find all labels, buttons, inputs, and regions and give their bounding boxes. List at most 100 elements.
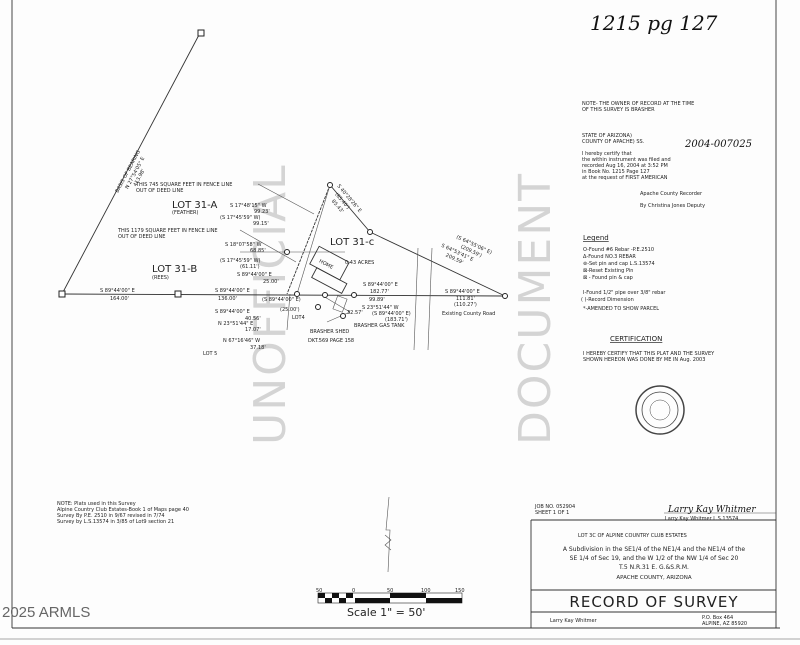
svg-text:JOB NO. 052904: JOB NO. 052904: [534, 504, 575, 510]
svg-text:APACHE COUNTY, ARIZONA: APACHE COUNTY, ARIZONA: [616, 575, 692, 581]
shed-outline: [332, 295, 348, 313]
svg-text:By Christina Jones Deputy: By Christina Jones Deputy: [640, 203, 705, 209]
svg-text:recorded Aug 16, 2004 at 3:52: recorded Aug 16, 2004 at 3:52 PM: [582, 163, 668, 169]
svg-text:N 67°16'46" W: N 67°16'46" W: [223, 338, 260, 344]
svg-text:17.07': 17.07': [245, 327, 261, 333]
svg-text:99.15': 99.15': [253, 221, 269, 227]
shed-label: BRASHER SHED: [310, 329, 349, 335]
svg-text:NOTE- THE OWNER OF RECORD AT T: NOTE- THE OWNER OF RECORD AT THE TIME: [582, 101, 694, 107]
road-line-2: [427, 247, 433, 351]
svg-text:50: 50: [387, 588, 393, 594]
svg-text:THIS 745 SQUARE FEET IN FENCE: THIS 745 SQUARE FEET IN FENCE LINE: [135, 182, 232, 188]
svg-text:S 89°44'00" E: S 89°44'00" E: [237, 272, 272, 278]
road-line-1: [413, 247, 419, 351]
svg-text:in Book No. 1215 Page 127: in Book No. 1215 Page 127: [582, 169, 650, 175]
lot-31c-label: LOT 31-c: [330, 237, 374, 248]
monument-icon: [340, 313, 346, 319]
svg-text:T.5 N.R.31 E. G.&S.R.M.: T.5 N.R.31 E. G.&S.R.M.: [618, 564, 689, 571]
svg-text:S 89°44'00" E: S 89°44'00" E: [100, 288, 135, 294]
svg-text:at the request of FIRST AMERIC: at the request of FIRST AMERICAN: [582, 175, 668, 181]
lot-31a-label: LOT 31-A: [172, 200, 217, 211]
svg-text:LOT 3C OF ALPINE COUNTRY CLUB: LOT 3C OF ALPINE COUNTRY CLUB ESTATES: [578, 533, 687, 539]
monument-icon: [351, 292, 357, 298]
svg-text:NOTE: Plats used in this Surve: NOTE: Plats used in this Survey: [57, 501, 136, 507]
svg-text:LOT4: LOT4: [292, 315, 305, 321]
svg-text:Apache County Recorder: Apache County Recorder: [640, 191, 703, 197]
svg-text:68.85': 68.85': [250, 248, 266, 254]
fee-number: 2004-007025: [684, 139, 752, 150]
svg-text:(S 89°44'00" E): (S 89°44'00" E): [262, 297, 301, 303]
copyright-watermark: 2025 ARMLS: [2, 604, 90, 621]
plat-labels: BASIS OF BEARING N 27°54'05" E 413.98' T…: [100, 149, 495, 357]
monument-icon: [58, 290, 66, 298]
svg-text:Survey By P.E. 2510 in 9/67 r: Survey By P.E. 2510 in 9/67 revised in 7…: [57, 513, 165, 519]
plat-notes: NOTE: Plats used in this Survey Alpine C…: [57, 501, 189, 525]
svg-text:Alpine Country Club Estates-Bo: Alpine Country Club Estates-Book 1 of Ma…: [57, 507, 189, 513]
monument-icon: [284, 249, 290, 255]
svg-text:136.00': 136.00': [218, 296, 237, 302]
svg-text:⊚-Set pin and cap L.S.13574: ⊚-Set pin and cap L.S.13574: [583, 261, 655, 267]
svg-text:LOT 5: LOT 5: [203, 351, 217, 357]
svg-text:STATE OF ARIZONA): STATE OF ARIZONA): [582, 133, 632, 139]
svg-text:111.81': 111.81': [456, 296, 475, 302]
fence-line: [286, 184, 331, 295]
recording-block: NOTE- THE OWNER OF RECORD AT THE TIME OF…: [582, 101, 752, 209]
svg-text:182.77': 182.77': [370, 289, 389, 295]
monument-icon: [197, 29, 205, 37]
svg-text:N 23°51'44" E: N 23°51'44" E: [218, 321, 253, 327]
home-outline: [309, 245, 350, 295]
boundary-line-e: [369, 231, 506, 297]
svg-text:I HEREBY CERTIFY THAT THIS PLA: I HEREBY CERTIFY THAT THIS PLAT AND THE …: [583, 351, 715, 357]
watermark-document: DOCUMENT: [510, 172, 561, 445]
svg-text:(25.00'): (25.00'): [280, 307, 300, 313]
legend: Legend O-Found #6 Rebar -P.E.2510 Δ-Foun…: [581, 234, 715, 363]
svg-text:(S 17°45'59" W): (S 17°45'59" W): [220, 258, 261, 264]
legend-title: Legend: [583, 234, 609, 242]
svg-text:SE 1/4 of Sec 19, and the W 1/: SE 1/4 of Sec 19, and the W 1/2 of the N…: [570, 555, 739, 562]
deed-line: [296, 184, 331, 295]
monument-icon: [322, 292, 328, 298]
monument-icon: [174, 290, 182, 298]
surveyor-seal-icon: [635, 385, 685, 435]
svg-text:99.23': 99.23': [254, 209, 270, 215]
svg-text:I hereby certify that: I hereby certify that: [582, 151, 632, 157]
surveyor-signature: Larry Kay Whitmer: [667, 505, 756, 515]
svg-text:Scale 1" = 50': Scale 1" = 50': [347, 606, 425, 619]
svg-text:I-Found 1/2" pipe over 3/8" re: I-Found 1/2" pipe over 3/8" rebar: [583, 290, 666, 296]
svg-text:50: 50: [316, 588, 322, 594]
svg-text:25.00': 25.00': [263, 279, 279, 285]
svg-text:A Subdivision in the SE1/4 of: A Subdivision in the SE1/4 of the NE1/4 …: [563, 546, 746, 553]
svg-text:P.O. Box 464: P.O. Box 464: [702, 615, 733, 621]
svg-text:(S 17°45'59" W): (S 17°45'59" W): [220, 215, 261, 221]
handwritten-book-ref: 1215 pg 127: [590, 11, 718, 35]
svg-text:SHEET 1 OF 1: SHEET 1 OF 1: [535, 510, 569, 516]
svg-text:ALPINE, AZ 85920: ALPINE, AZ 85920: [702, 621, 747, 627]
home-label: HOME: [318, 258, 334, 270]
monument-icon: [327, 182, 333, 188]
record-of-survey-title: RECORD OF SURVEY: [569, 593, 738, 611]
lot-31b-label: LOT 31-B: [152, 264, 197, 275]
svg-text:( )-Record Dimension: ( )-Record Dimension: [581, 297, 634, 303]
svg-text:0: 0: [352, 588, 355, 594]
scale-bar: 50 0 50 100 150 Scale 1" = 50': [316, 588, 465, 619]
svg-text:(183.71'): (183.71'): [385, 317, 408, 323]
svg-text:(61.11'): (61.11'): [240, 264, 260, 270]
certification-title: CERTIFICATION: [610, 335, 662, 343]
svg-text:164.00': 164.00': [110, 296, 129, 302]
svg-text:40.56': 40.56': [245, 316, 261, 322]
svg-text:OF THIS SURVEY IS BRASHER: OF THIS SURVEY IS BRASHER: [582, 107, 655, 113]
svg-text:Δ-Found NO.3 REBAR: Δ-Found NO.3 REBAR: [583, 254, 636, 260]
svg-text:COUNTY OF APACHE) SS.: COUNTY OF APACHE) SS.: [582, 139, 645, 145]
svg-text:150: 150: [455, 588, 465, 594]
road-label: Existing County Road: [442, 311, 495, 317]
svg-text:37.18': 37.18': [250, 345, 266, 351]
monument-icon: [367, 229, 373, 235]
svg-text:OUT OF DEED LINE: OUT OF DEED LINE: [118, 234, 165, 240]
lot-line: [286, 293, 291, 331]
svg-text:the within instrument was file: the within instrument was filed and: [582, 157, 671, 163]
svg-text:(S 89°44'00" E): (S 89°44'00" E): [372, 311, 411, 317]
svg-text:*-AMENDED TO SHOW PARCEL: *-AMENDED TO SHOW PARCEL: [583, 306, 659, 312]
boundary-line-ne: [329, 184, 371, 233]
